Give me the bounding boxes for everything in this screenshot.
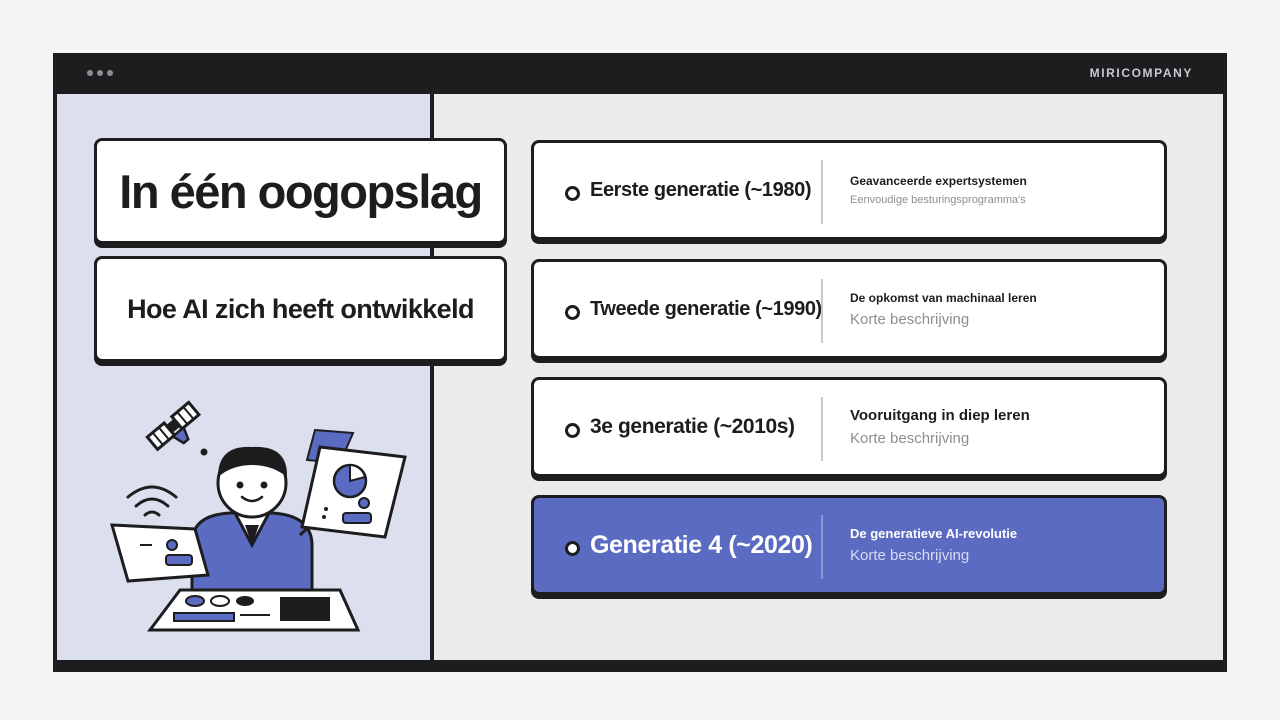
window-dots-icon[interactable] xyxy=(87,69,113,76)
generation-description: Vooruitgang in diep leren Korte beschrij… xyxy=(850,380,1030,474)
description-line-2: Korte beschrijving xyxy=(850,430,970,447)
generation-card-1[interactable]: Eerste generatie (~1980) Geavanceerde ex… xyxy=(531,140,1167,240)
laptop-icon xyxy=(109,523,210,583)
generation-card-4-active[interactable]: Generatie 4 (~2020) De generatieve AI-re… xyxy=(531,495,1167,595)
description-line-1: De generatieve AI-revolutie xyxy=(850,526,1018,541)
bottom-strip xyxy=(53,662,1227,672)
description-line-1: De opkomst van machinaal leren xyxy=(850,290,1037,305)
generation-title: Generatie 4 (~2020) xyxy=(590,530,813,559)
generation-description: Geavanceerde expertsystemen Eenvoudige b… xyxy=(850,143,1027,237)
brand-label: MIRICOMPANY xyxy=(1089,65,1193,80)
description-line-1: Vooruitgang in diep leren xyxy=(850,407,1030,424)
top-bar: MIRICOMPANY xyxy=(53,53,1227,92)
generation-card-2[interactable]: Tweede generatie (~1990) De opkomst van … xyxy=(531,259,1167,359)
page-subtitle: Hoe AI zich heeft ontwikkeld xyxy=(127,293,474,324)
bullet-ring-icon xyxy=(565,305,580,320)
control-panel-icon xyxy=(147,588,361,632)
wifi-icon xyxy=(126,485,178,517)
generation-description: De generatieve AI-revolutie Korte beschr… xyxy=(850,498,1017,592)
description-line-2: Korte beschrijving xyxy=(850,547,970,564)
generation-title: Tweede generatie (~1990) xyxy=(590,297,822,320)
subtitle-card: Hoe AI zich heeft ontwikkeld xyxy=(94,256,507,362)
generation-title: Eerste generatie (~1980) xyxy=(590,178,812,201)
generation-card-3[interactable]: 3e generatie (~2010s) Vooruitgang in die… xyxy=(531,377,1167,477)
title-card: In één oogopslag xyxy=(94,138,507,244)
bullet-ring-icon xyxy=(565,186,580,201)
generation-title: 3e generatie (~2010s) xyxy=(590,415,795,438)
bullet-ring-icon xyxy=(565,423,580,438)
divider xyxy=(821,397,823,461)
satellite-icon xyxy=(145,400,202,452)
divider xyxy=(821,160,823,224)
tablet-chart-icon xyxy=(300,445,407,539)
page-title: In één oogopslag xyxy=(119,164,483,218)
description-line-2: Korte beschrijving xyxy=(850,310,970,328)
description-line-1: Geavanceerde expertsystemen xyxy=(850,174,1027,188)
divider xyxy=(821,515,823,579)
person-illustration xyxy=(109,400,407,632)
divider xyxy=(821,279,823,343)
generation-description: De opkomst van machinaal leren Korte bes… xyxy=(850,262,1037,356)
description-line-2: Eenvoudige besturingsprogramma's xyxy=(850,194,1026,206)
bullet-ring-icon xyxy=(565,541,580,556)
